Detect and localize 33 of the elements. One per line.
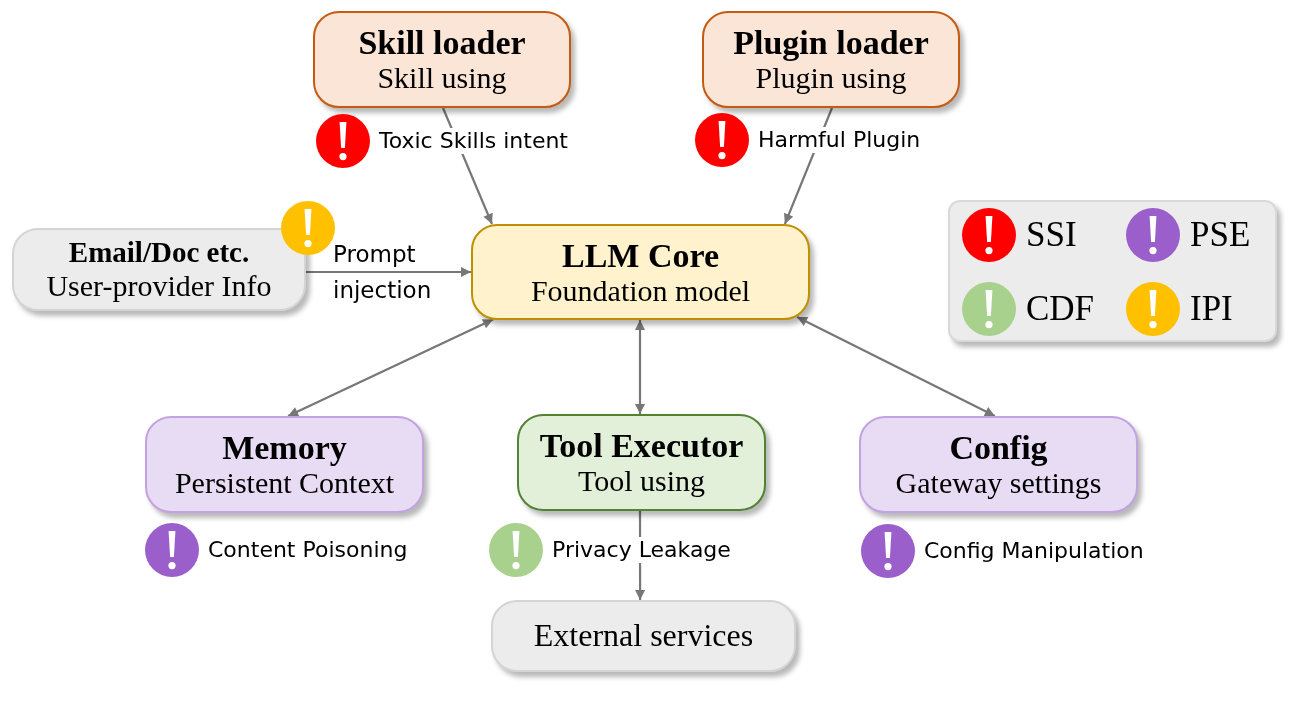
component-box bbox=[702, 11, 960, 108]
node-subtitle: Skill using bbox=[377, 61, 507, 95]
node-subtitle: Persistent Context bbox=[174, 466, 395, 500]
legend-label: PSE bbox=[1190, 215, 1251, 255]
node-subtitle: Plugin using bbox=[755, 61, 907, 95]
arrow bbox=[796, 316, 996, 417]
node-title: External services bbox=[533, 618, 754, 654]
legend-label: CDF bbox=[1026, 289, 1095, 329]
node-subtitle: Tool using bbox=[577, 464, 706, 498]
component-box bbox=[313, 11, 571, 108]
edge-label: Prompt injection bbox=[333, 240, 433, 305]
component-box bbox=[859, 416, 1138, 513]
node-title: Plugin loader bbox=[733, 24, 929, 62]
node-title: Skill loader bbox=[358, 24, 526, 62]
source-box bbox=[12, 228, 306, 311]
arrow bbox=[306, 267, 471, 277]
legend-label: SSI bbox=[1026, 215, 1077, 255]
node-title: Config bbox=[949, 429, 1048, 467]
component-box bbox=[517, 414, 766, 511]
services-box bbox=[491, 600, 796, 672]
arrow bbox=[635, 320, 645, 414]
arrow bbox=[287, 318, 494, 417]
node-subtitle: Gateway settings bbox=[895, 466, 1102, 500]
node-subtitle: User-provider Info bbox=[46, 268, 272, 303]
component-box bbox=[145, 416, 424, 513]
core-box bbox=[471, 224, 810, 320]
node-title: LLM Core bbox=[561, 236, 720, 274]
node-subtitle: Foundation model bbox=[530, 273, 751, 308]
node-title: Email/Doc etc. bbox=[68, 236, 250, 269]
node-title: Tool Executor bbox=[539, 427, 744, 465]
node-title: Memory bbox=[222, 429, 347, 467]
legend-label: IPI bbox=[1190, 289, 1233, 329]
risk-label: Toxic Skills intent bbox=[377, 127, 570, 155]
